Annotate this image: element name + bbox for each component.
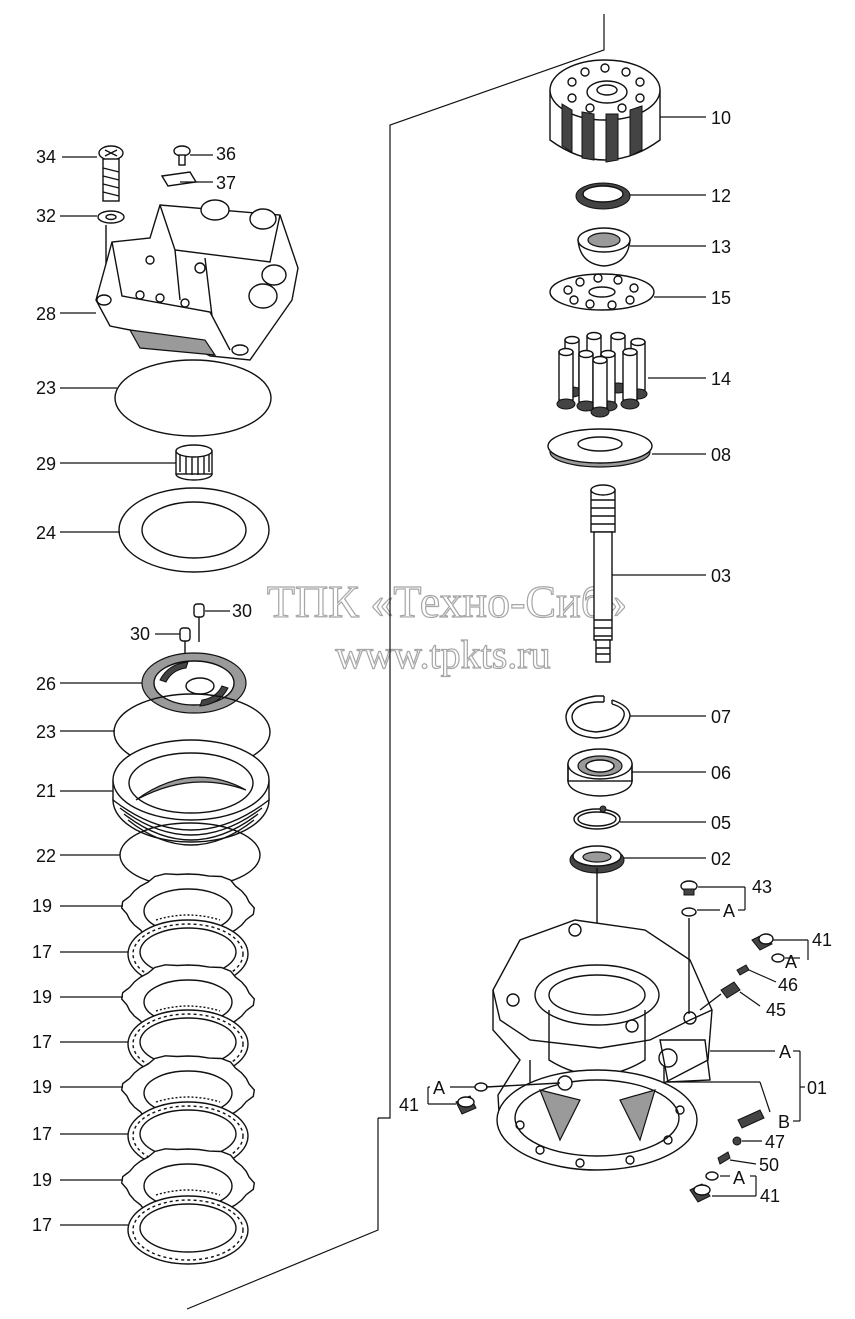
callout-17-a: 17 [32, 942, 52, 962]
divider-frame [186, 14, 605, 1310]
callout-23-upper: 23 [36, 378, 56, 398]
brake-plate-stack [120, 873, 256, 1265]
callout-24: 24 [36, 523, 56, 543]
callout-17-c: 17 [32, 1124, 52, 1144]
callout-10: 10 [711, 108, 731, 128]
part-50-screw [705, 1151, 731, 1181]
callout-05: 05 [711, 813, 731, 833]
callout-47: 47 [765, 1132, 785, 1152]
part-05-ring [573, 805, 621, 830]
callout-36: 36 [216, 144, 236, 164]
callout-43: 43 [752, 877, 772, 897]
callout-17-b: 17 [32, 1032, 52, 1052]
callout-41-upper: 41 [812, 930, 832, 950]
part-01-valve-b [737, 1109, 765, 1129]
callout-19-b: 19 [32, 987, 52, 1007]
part-45-valve [699, 981, 741, 1011]
callout-01-ref-b: B [778, 1112, 790, 1132]
callout-19-d: 19 [32, 1170, 52, 1190]
part-24-plate [118, 487, 270, 573]
callout-30-upper: 30 [232, 601, 252, 621]
callout-41-upper-ref-a: A [785, 952, 797, 972]
piston [576, 349, 596, 412]
callout-labels: 34 36 37 32 28 23 29 24 30 30 26 23 21 2… [32, 108, 832, 1235]
callout-06: 06 [711, 763, 731, 783]
part-14-pistons [556, 331, 648, 418]
callout-08: 08 [711, 445, 731, 465]
callout-02: 02 [711, 849, 731, 869]
part-13-bushing [577, 227, 631, 267]
watermark-company: ТПК «Техно-Сиб» [267, 576, 627, 627]
part-07-snapring [565, 695, 631, 739]
callout-21: 21 [36, 781, 56, 801]
callout-43-ref-a: A [723, 901, 735, 921]
callout-41-left: 41 [399, 1095, 419, 1115]
callout-26: 26 [36, 674, 56, 694]
part-46-fitting [736, 964, 750, 976]
callout-41-lower-ref-a: A [733, 1168, 745, 1188]
callout-07: 07 [711, 707, 731, 727]
callout-32: 32 [36, 206, 56, 226]
callout-50: 50 [759, 1155, 779, 1175]
part-01-housing [492, 919, 713, 1171]
callout-13: 13 [711, 237, 731, 257]
part-43-plug [680, 880, 698, 1014]
part-36-screw [173, 145, 191, 166]
part-28-cover [95, 199, 299, 361]
callout-17-d: 17 [32, 1215, 52, 1235]
callout-45: 45 [766, 1000, 786, 1020]
piston [590, 355, 610, 418]
callout-22: 22 [36, 846, 56, 866]
callout-28: 28 [36, 304, 56, 324]
callout-19-c: 19 [32, 1077, 52, 1097]
part-02-seal [569, 845, 625, 874]
part-21-piston [112, 739, 270, 846]
part-34-bolt [98, 145, 124, 202]
callout-41-left-ref-a: A [433, 1078, 445, 1098]
part-37-plate [160, 171, 198, 187]
callout-03: 03 [711, 566, 731, 586]
callout-46: 46 [778, 975, 798, 995]
part-29-bearing [175, 444, 213, 481]
callout-01: 01 [807, 1078, 827, 1098]
piston [556, 347, 576, 410]
callout-15: 15 [711, 288, 731, 308]
part-06-bearing [567, 748, 633, 797]
part-12-ring [575, 182, 631, 210]
callout-01-ref-a: A [779, 1042, 791, 1062]
part-23-oring-upper [114, 359, 272, 437]
callout-30-lower: 30 [130, 624, 150, 644]
part-47-plug [732, 1136, 742, 1146]
part-03-shaft [590, 484, 616, 663]
piston [620, 347, 640, 410]
watermark-url: www.tpkts.ru [335, 632, 550, 677]
part-17-friction-plate [127, 1195, 249, 1265]
part-10-cylinder-block [549, 59, 661, 163]
part-30-pin-upper [193, 603, 205, 642]
part-41-plug-lower [689, 1183, 711, 1203]
part-15-retainer [549, 273, 655, 311]
part-08-shoeplate [547, 428, 653, 468]
callout-41-lower: 41 [760, 1186, 780, 1206]
callout-34: 34 [36, 147, 56, 167]
part-26-valveplate [141, 652, 247, 714]
callout-23-lower: 23 [36, 722, 56, 742]
part-41-plug-upper [751, 933, 785, 963]
callout-12: 12 [711, 186, 731, 206]
callout-37: 37 [216, 173, 236, 193]
callout-19-a: 19 [32, 896, 52, 916]
callout-29: 29 [36, 454, 56, 474]
callout-14: 14 [711, 369, 731, 389]
